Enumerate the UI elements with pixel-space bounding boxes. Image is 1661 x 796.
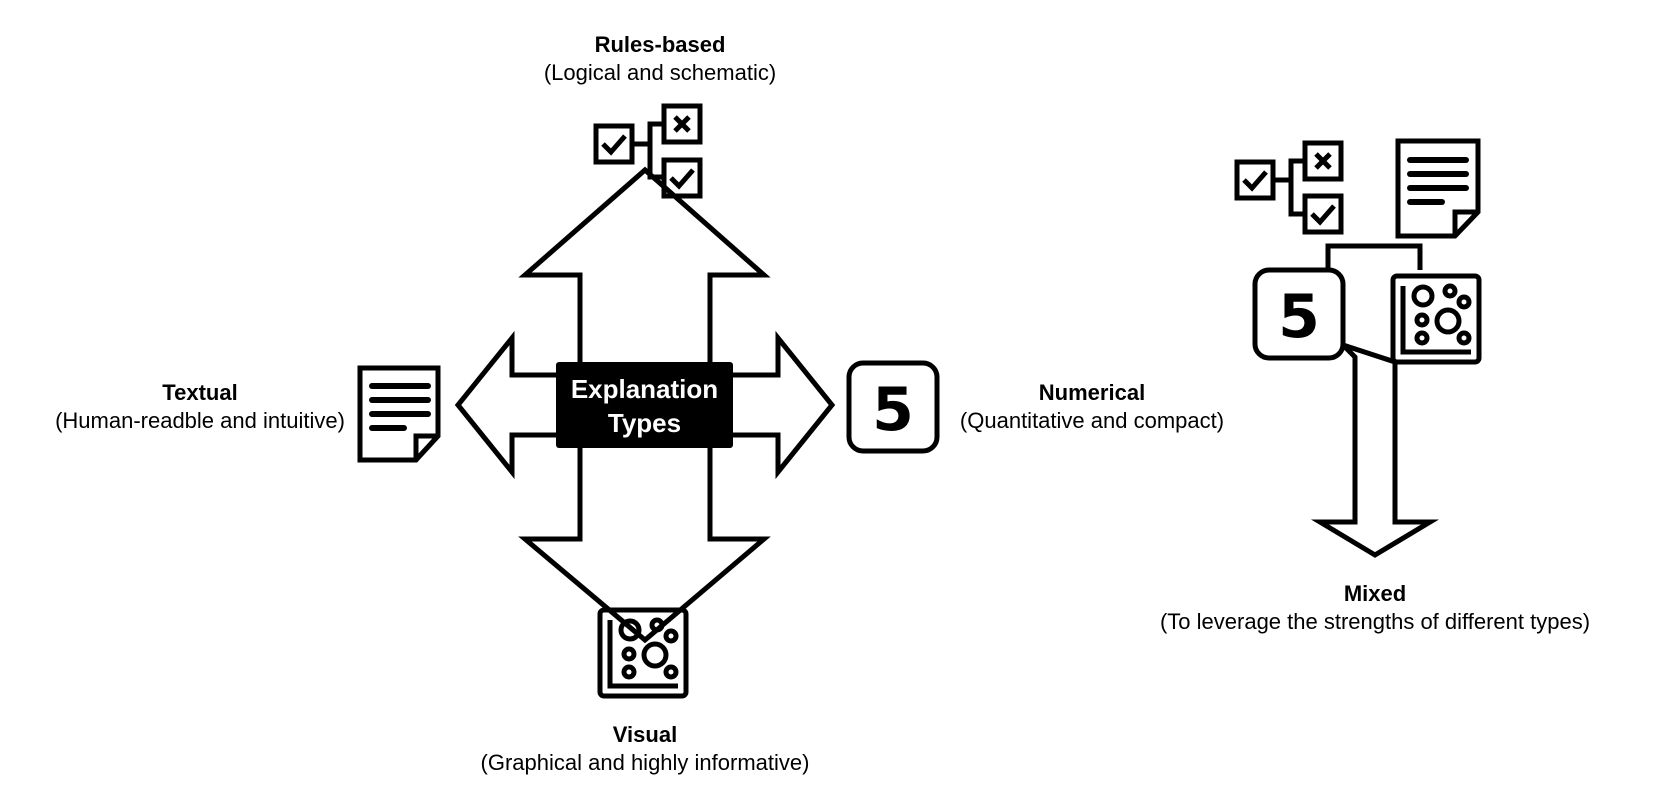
rules-based-node: Rules-based (Logical and schematic) bbox=[544, 32, 776, 199]
rules-based-title: Rules-based bbox=[595, 32, 726, 57]
center-label-line1: Explanation bbox=[571, 374, 718, 404]
visual-subtitle: (Graphical and highly informative) bbox=[481, 750, 810, 775]
number-icon-value: 5 bbox=[872, 375, 914, 445]
numerical-subtitle: (Quantitative and compact) bbox=[960, 408, 1224, 433]
mixed-down-arrow bbox=[1310, 342, 1440, 558]
four-way-arrow: Explanation Types bbox=[454, 166, 836, 644]
decision-tree-icon bbox=[593, 103, 703, 199]
numerical-node: 5 Numerical (Quantitative and compact) bbox=[846, 360, 1224, 454]
mixed-document-icon bbox=[1395, 138, 1481, 239]
visual-node: Visual (Graphical and highly informative… bbox=[481, 607, 810, 775]
mixed-subtitle: (To leverage the strengths of different … bbox=[1160, 609, 1590, 634]
mixed-number-value: 5 bbox=[1278, 282, 1320, 352]
textual-node: Textual (Human-readble and intuitive) bbox=[55, 365, 441, 463]
visual-title: Visual bbox=[613, 722, 677, 747]
number-icon: 5 bbox=[846, 360, 940, 454]
mixed-connector bbox=[1325, 243, 1423, 270]
mixed-decision-tree-icon bbox=[1234, 140, 1344, 235]
scatter-plot-icon bbox=[597, 607, 689, 699]
center-label-line2: Types bbox=[608, 408, 681, 438]
mixed-node: 5 Mixed (To leverage the strengths of di… bbox=[1160, 138, 1590, 634]
center-box bbox=[556, 362, 733, 448]
rules-based-subtitle: (Logical and schematic) bbox=[544, 60, 776, 85]
textual-subtitle: (Human-readble and intuitive) bbox=[55, 408, 345, 433]
mixed-number-icon: 5 bbox=[1252, 267, 1346, 361]
mixed-title: Mixed bbox=[1344, 581, 1406, 606]
document-icon bbox=[357, 365, 441, 463]
textual-title: Textual bbox=[162, 380, 237, 405]
numerical-title: Numerical bbox=[1039, 380, 1145, 405]
mixed-scatter-plot-icon bbox=[1390, 273, 1482, 365]
